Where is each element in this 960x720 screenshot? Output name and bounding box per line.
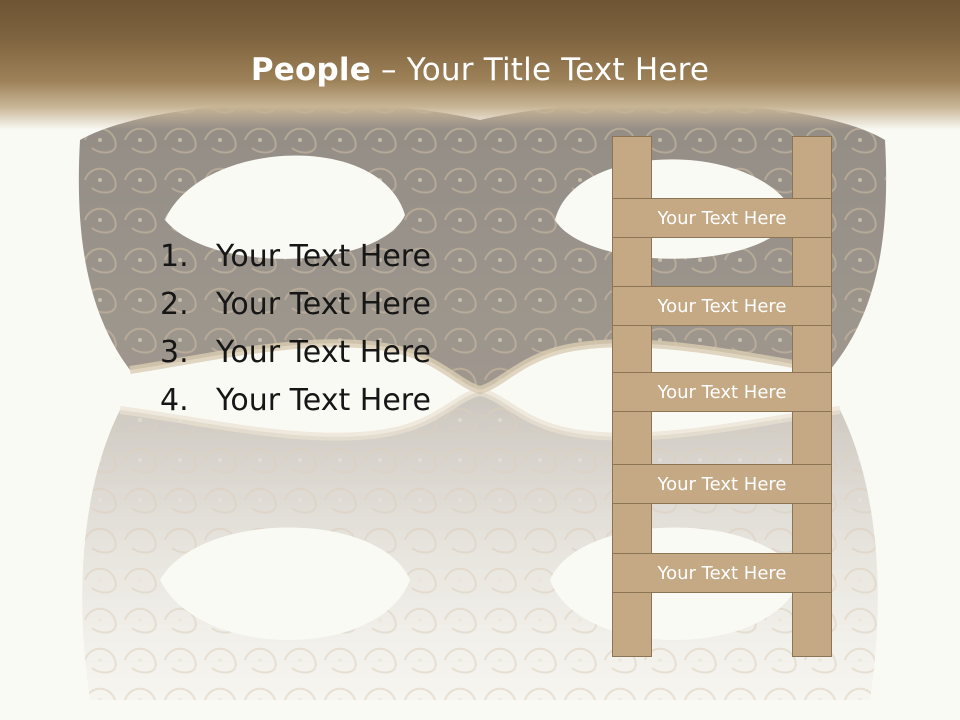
list-item: 3. Your Text Here <box>160 328 431 376</box>
list-item-number: 1. <box>160 238 189 274</box>
list-item-text: Your Text Here <box>216 382 431 418</box>
list-item: 1. Your Text Here <box>160 232 431 280</box>
list-item-number: 3. <box>160 334 189 370</box>
title-rest-text: – Your Title Text Here <box>370 52 710 88</box>
slide-title: People – Your Title Text Here <box>0 52 960 88</box>
list-item-number: 2. <box>160 286 189 322</box>
numbered-list: 1. Your Text Here 2. Your Text Here 3. Y… <box>160 232 431 424</box>
list-item-text: Your Text Here <box>216 286 431 322</box>
list-item-text: Your Text Here <box>216 238 431 274</box>
title-bold-text: People <box>250 52 371 88</box>
ladder-rung-3: Your Text Here <box>612 372 832 412</box>
list-item-number: 4. <box>160 382 189 418</box>
ladder-rung-4: Your Text Here <box>612 464 832 504</box>
ladder-rung-1: Your Text Here <box>612 198 832 238</box>
title-bar <box>0 0 960 130</box>
ladder-rung-2: Your Text Here <box>612 286 832 326</box>
list-item: 4. Your Text Here <box>160 376 431 424</box>
list-item-text: Your Text Here <box>216 334 431 370</box>
ladder-rung-5: Your Text Here <box>612 553 832 593</box>
ladder-diagram: Your Text Here Your Text Here Your Text … <box>612 136 834 658</box>
list-item: 2. Your Text Here <box>160 280 431 328</box>
